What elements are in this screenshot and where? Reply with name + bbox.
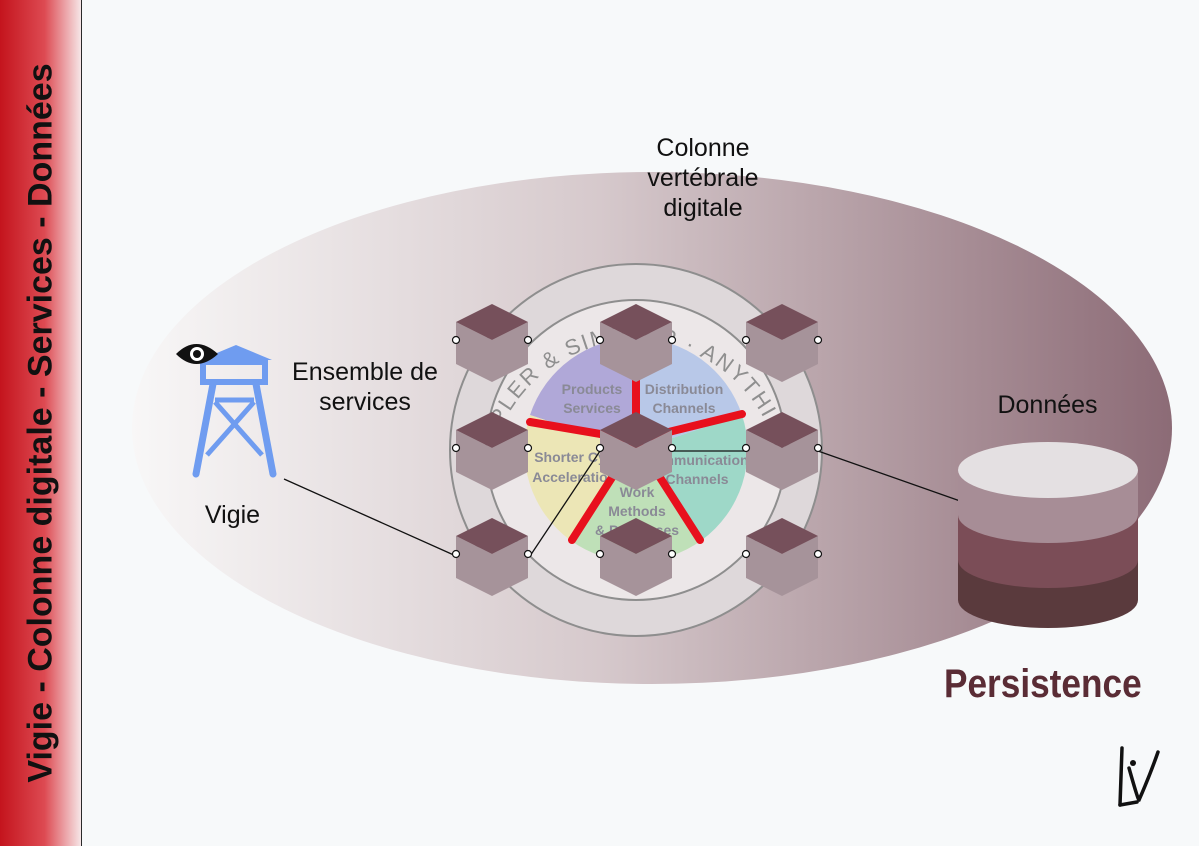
cube-handle bbox=[451, 443, 461, 453]
persistence-label: Persistence bbox=[944, 662, 1142, 706]
connector-lines bbox=[283, 450, 981, 557]
service-cube bbox=[451, 304, 533, 382]
watchtower-icon bbox=[192, 345, 277, 478]
signature-logo bbox=[1118, 746, 1160, 807]
cube-handle bbox=[813, 443, 823, 453]
cube-handle bbox=[451, 335, 461, 345]
segment-communication: mmunication bbox=[661, 452, 748, 468]
service-cube bbox=[741, 518, 823, 596]
service-cube bbox=[741, 412, 823, 490]
cube-handle bbox=[523, 443, 533, 453]
vigie-label: Vigie bbox=[204, 501, 261, 529]
segment-methods: Methods bbox=[608, 503, 666, 519]
segment-comm-channels: Channels bbox=[665, 471, 728, 487]
cube-handle bbox=[595, 335, 605, 345]
cube-handle bbox=[741, 443, 751, 453]
service-cubes bbox=[451, 304, 823, 596]
services-label-line2: services bbox=[319, 388, 411, 416]
service-cube bbox=[741, 304, 823, 382]
segment-shorter: Shorter Cy bbox=[534, 449, 606, 465]
backbone-label-line2: vertébrale bbox=[647, 164, 759, 192]
segment-work: Work bbox=[620, 484, 655, 500]
segment-distribution: Distribution bbox=[645, 381, 724, 397]
segment-acceleration: Acceleratio bbox=[532, 469, 607, 485]
backbone-label: Colonne vertébrale digitale bbox=[630, 133, 776, 223]
segment-channels: Channels bbox=[652, 400, 715, 416]
cube-handle bbox=[667, 443, 677, 453]
cube-handle bbox=[595, 549, 605, 559]
database-icon bbox=[958, 442, 1138, 628]
cube-handle bbox=[741, 549, 751, 559]
cube-handle bbox=[741, 335, 751, 345]
cube-handle bbox=[813, 335, 823, 345]
cube-handle bbox=[813, 549, 823, 559]
service-cube bbox=[595, 304, 677, 382]
data-label: Données bbox=[997, 391, 1098, 419]
backbone-label-line3: digitale bbox=[663, 194, 743, 222]
cube-handle bbox=[667, 335, 677, 345]
eye-icon bbox=[176, 344, 218, 364]
backbone-label-line1: Colonne bbox=[656, 134, 750, 162]
cube-handle bbox=[523, 549, 533, 559]
service-cube bbox=[451, 518, 533, 596]
cube-handle bbox=[523, 335, 533, 345]
segment-products: Products bbox=[562, 381, 623, 397]
sidebar: Vigie - Colonne digitale - Services - Do… bbox=[0, 0, 82, 846]
segment-services: Services bbox=[563, 400, 621, 416]
services-label-line1: Ensemble de bbox=[292, 358, 438, 386]
cube-handle bbox=[667, 549, 677, 559]
cube-handle bbox=[595, 443, 605, 453]
service-cube bbox=[595, 412, 677, 490]
service-cube bbox=[595, 518, 677, 596]
services-label: Ensemble de services bbox=[290, 357, 440, 417]
service-cube bbox=[451, 412, 533, 490]
cube-handle bbox=[451, 549, 461, 559]
